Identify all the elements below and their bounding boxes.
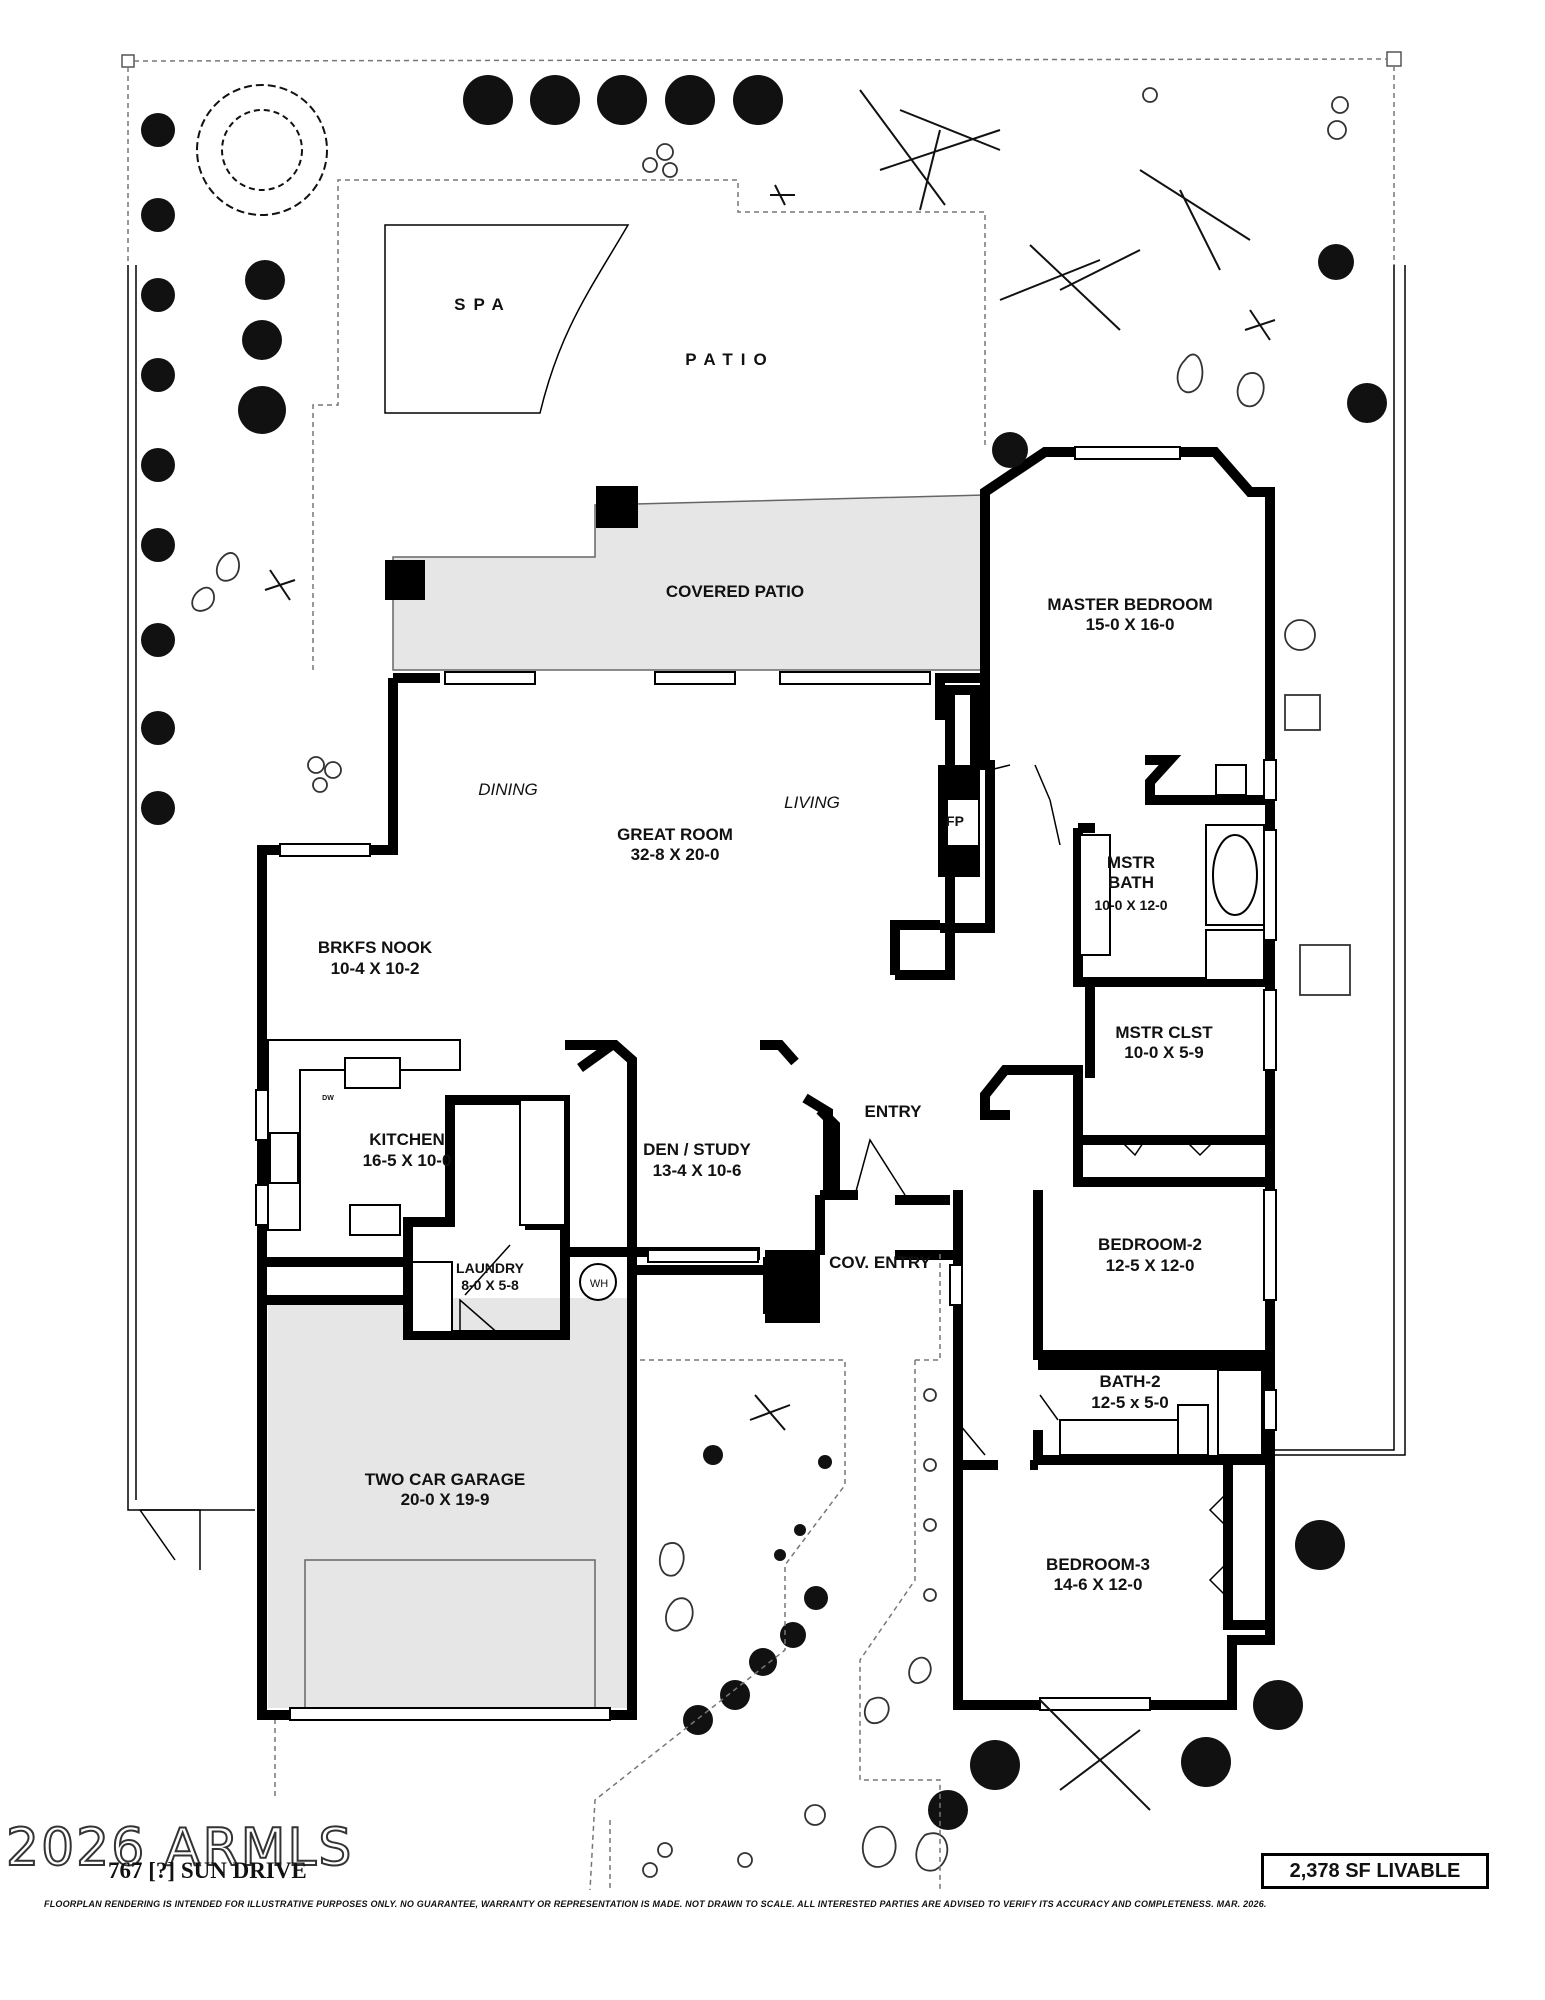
- master-bedroom-label: MASTER BEDROOM: [1047, 595, 1212, 614]
- laundry-label: LAUNDRY: [456, 1260, 525, 1276]
- garage-floor: [268, 1298, 632, 1708]
- mstr-clst-size: 10-0 X 5-9: [1124, 1043, 1203, 1062]
- garage-label: TWO CAR GARAGE: [365, 1470, 526, 1489]
- covered-patio-label: COVERED PATIO: [666, 582, 804, 601]
- great-room-label: GREAT ROOM: [617, 825, 733, 844]
- disclaimer-text: FLOORPLAN RENDERING IS INTENDED FOR ILLU…: [44, 1899, 1267, 1909]
- landscape-stones: [191, 87, 1351, 1878]
- den-study-label: DEN / STUDY: [643, 1140, 751, 1159]
- den-study-size: 13-4 X 10-6: [653, 1161, 742, 1180]
- doors: [459, 764, 1231, 1601]
- garage-size: 20-0 X 19-9: [401, 1490, 490, 1509]
- dining-label: DINING: [478, 780, 538, 799]
- square-footage-badge: 2,378 SF LIVABLE: [1261, 1853, 1489, 1889]
- mstr-bath-label-1: MSTR: [1107, 853, 1155, 872]
- master-bedroom-size: 15-0 X 16-0: [1086, 615, 1175, 634]
- kitchen-label: KITCHEN: [369, 1130, 445, 1149]
- bath-2-size: 12-5 x 5-0: [1091, 1393, 1169, 1412]
- fireplace-label: FP: [946, 813, 964, 829]
- laundry-size: 8-0 X 5-8: [461, 1277, 519, 1293]
- lot-boundary: [121, 51, 1406, 1800]
- mstr-clst-label: MSTR CLST: [1115, 1023, 1213, 1042]
- patio-label: PATIO: [685, 350, 774, 369]
- bath-2-label: BATH-2: [1099, 1372, 1160, 1391]
- water-heater-label: WH: [590, 1278, 608, 1290]
- entry-label: ENTRY: [865, 1102, 923, 1121]
- exterior-walls: [257, 447, 1275, 1720]
- kitchen-size: 16-5 X 10-0: [363, 1151, 452, 1170]
- living-label: LIVING: [784, 793, 840, 812]
- landscape-shrubs: [141, 75, 1387, 1830]
- dishwasher-label: DW: [322, 1095, 334, 1102]
- property-address: 767 [?] SUN DRIVE: [108, 1858, 307, 1883]
- spa-label: SPA: [454, 295, 512, 314]
- bath-fixtures: [579, 764, 1265, 1456]
- brkfs-nook-label: BRKFS NOOK: [318, 938, 433, 957]
- kitchen-fixtures: [267, 1039, 566, 1333]
- landscape-trees: [196, 84, 1276, 1811]
- brkfs-nook-size: 10-4 X 10-2: [331, 959, 420, 978]
- mstr-bath-label-2: BATH: [1108, 873, 1154, 892]
- bedroom-2-size: 12-5 X 12-0: [1106, 1256, 1195, 1275]
- patio-area: [312, 179, 986, 671]
- watermark: 2026 ARMLS: [5, 1817, 354, 1879]
- bedroom-3-size: 14-6 X 12-0: [1054, 1575, 1143, 1594]
- great-room-size: 32-8 X 20-0: [631, 845, 720, 864]
- cov-entry-label: COV. ENTRY: [829, 1253, 931, 1272]
- fireplace: [895, 765, 980, 980]
- mstr-bath-size: 10-0 X 12-0: [1094, 897, 1167, 913]
- front-walkway: [589, 1250, 941, 1891]
- windows: [255, 446, 1277, 1721]
- bedroom-3-label: BEDROOM-3: [1046, 1555, 1150, 1574]
- bedroom-2-label: BEDROOM-2: [1098, 1235, 1202, 1254]
- covered-patio-shade: [392, 494, 986, 671]
